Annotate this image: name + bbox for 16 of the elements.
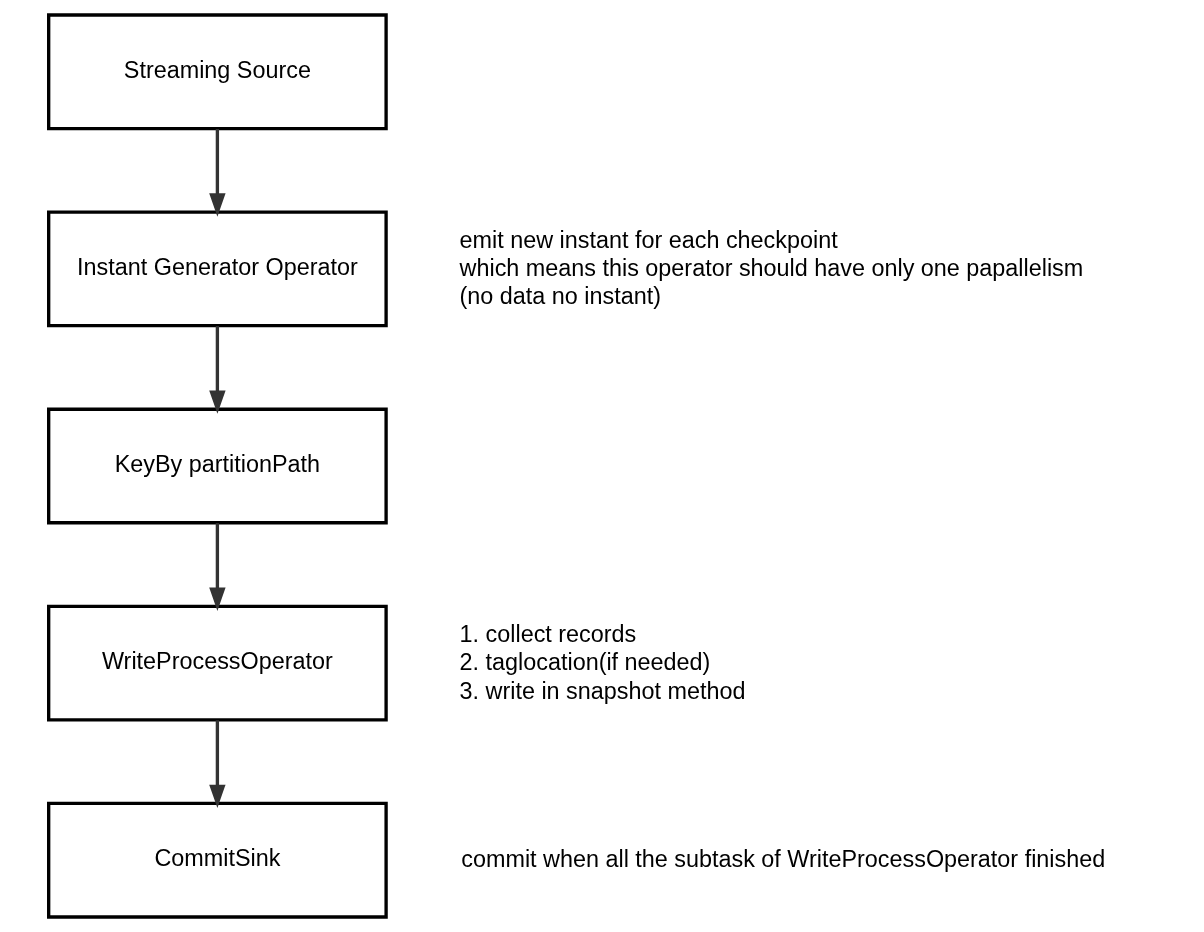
node-label: 1. collect records xyxy=(459,620,637,647)
node-label: commit when all the subtask of WriteProcessOperator finished xyxy=(461,846,1106,873)
node-box: CommitSink xyxy=(47,801,388,919)
node-box: WriteProcessOperator xyxy=(47,604,388,722)
node-box: Streaming Source xyxy=(47,13,388,131)
node-box: KeyBy partitionPath xyxy=(47,407,388,525)
node-box: Instant Generator Operator xyxy=(47,210,388,328)
arrow xyxy=(209,523,226,611)
node-label: 3. write in snapshot method xyxy=(459,677,746,704)
arrow xyxy=(209,720,226,809)
arrow xyxy=(209,129,226,217)
node-label: which means this operator should have only one papallelism xyxy=(459,254,1084,281)
node-label: 2. taglocation(if needed) xyxy=(459,649,711,676)
node-label: emit new instant for each checkpoint xyxy=(459,226,838,253)
node-label: (no data no instant) xyxy=(459,283,662,310)
arrow xyxy=(209,326,226,414)
